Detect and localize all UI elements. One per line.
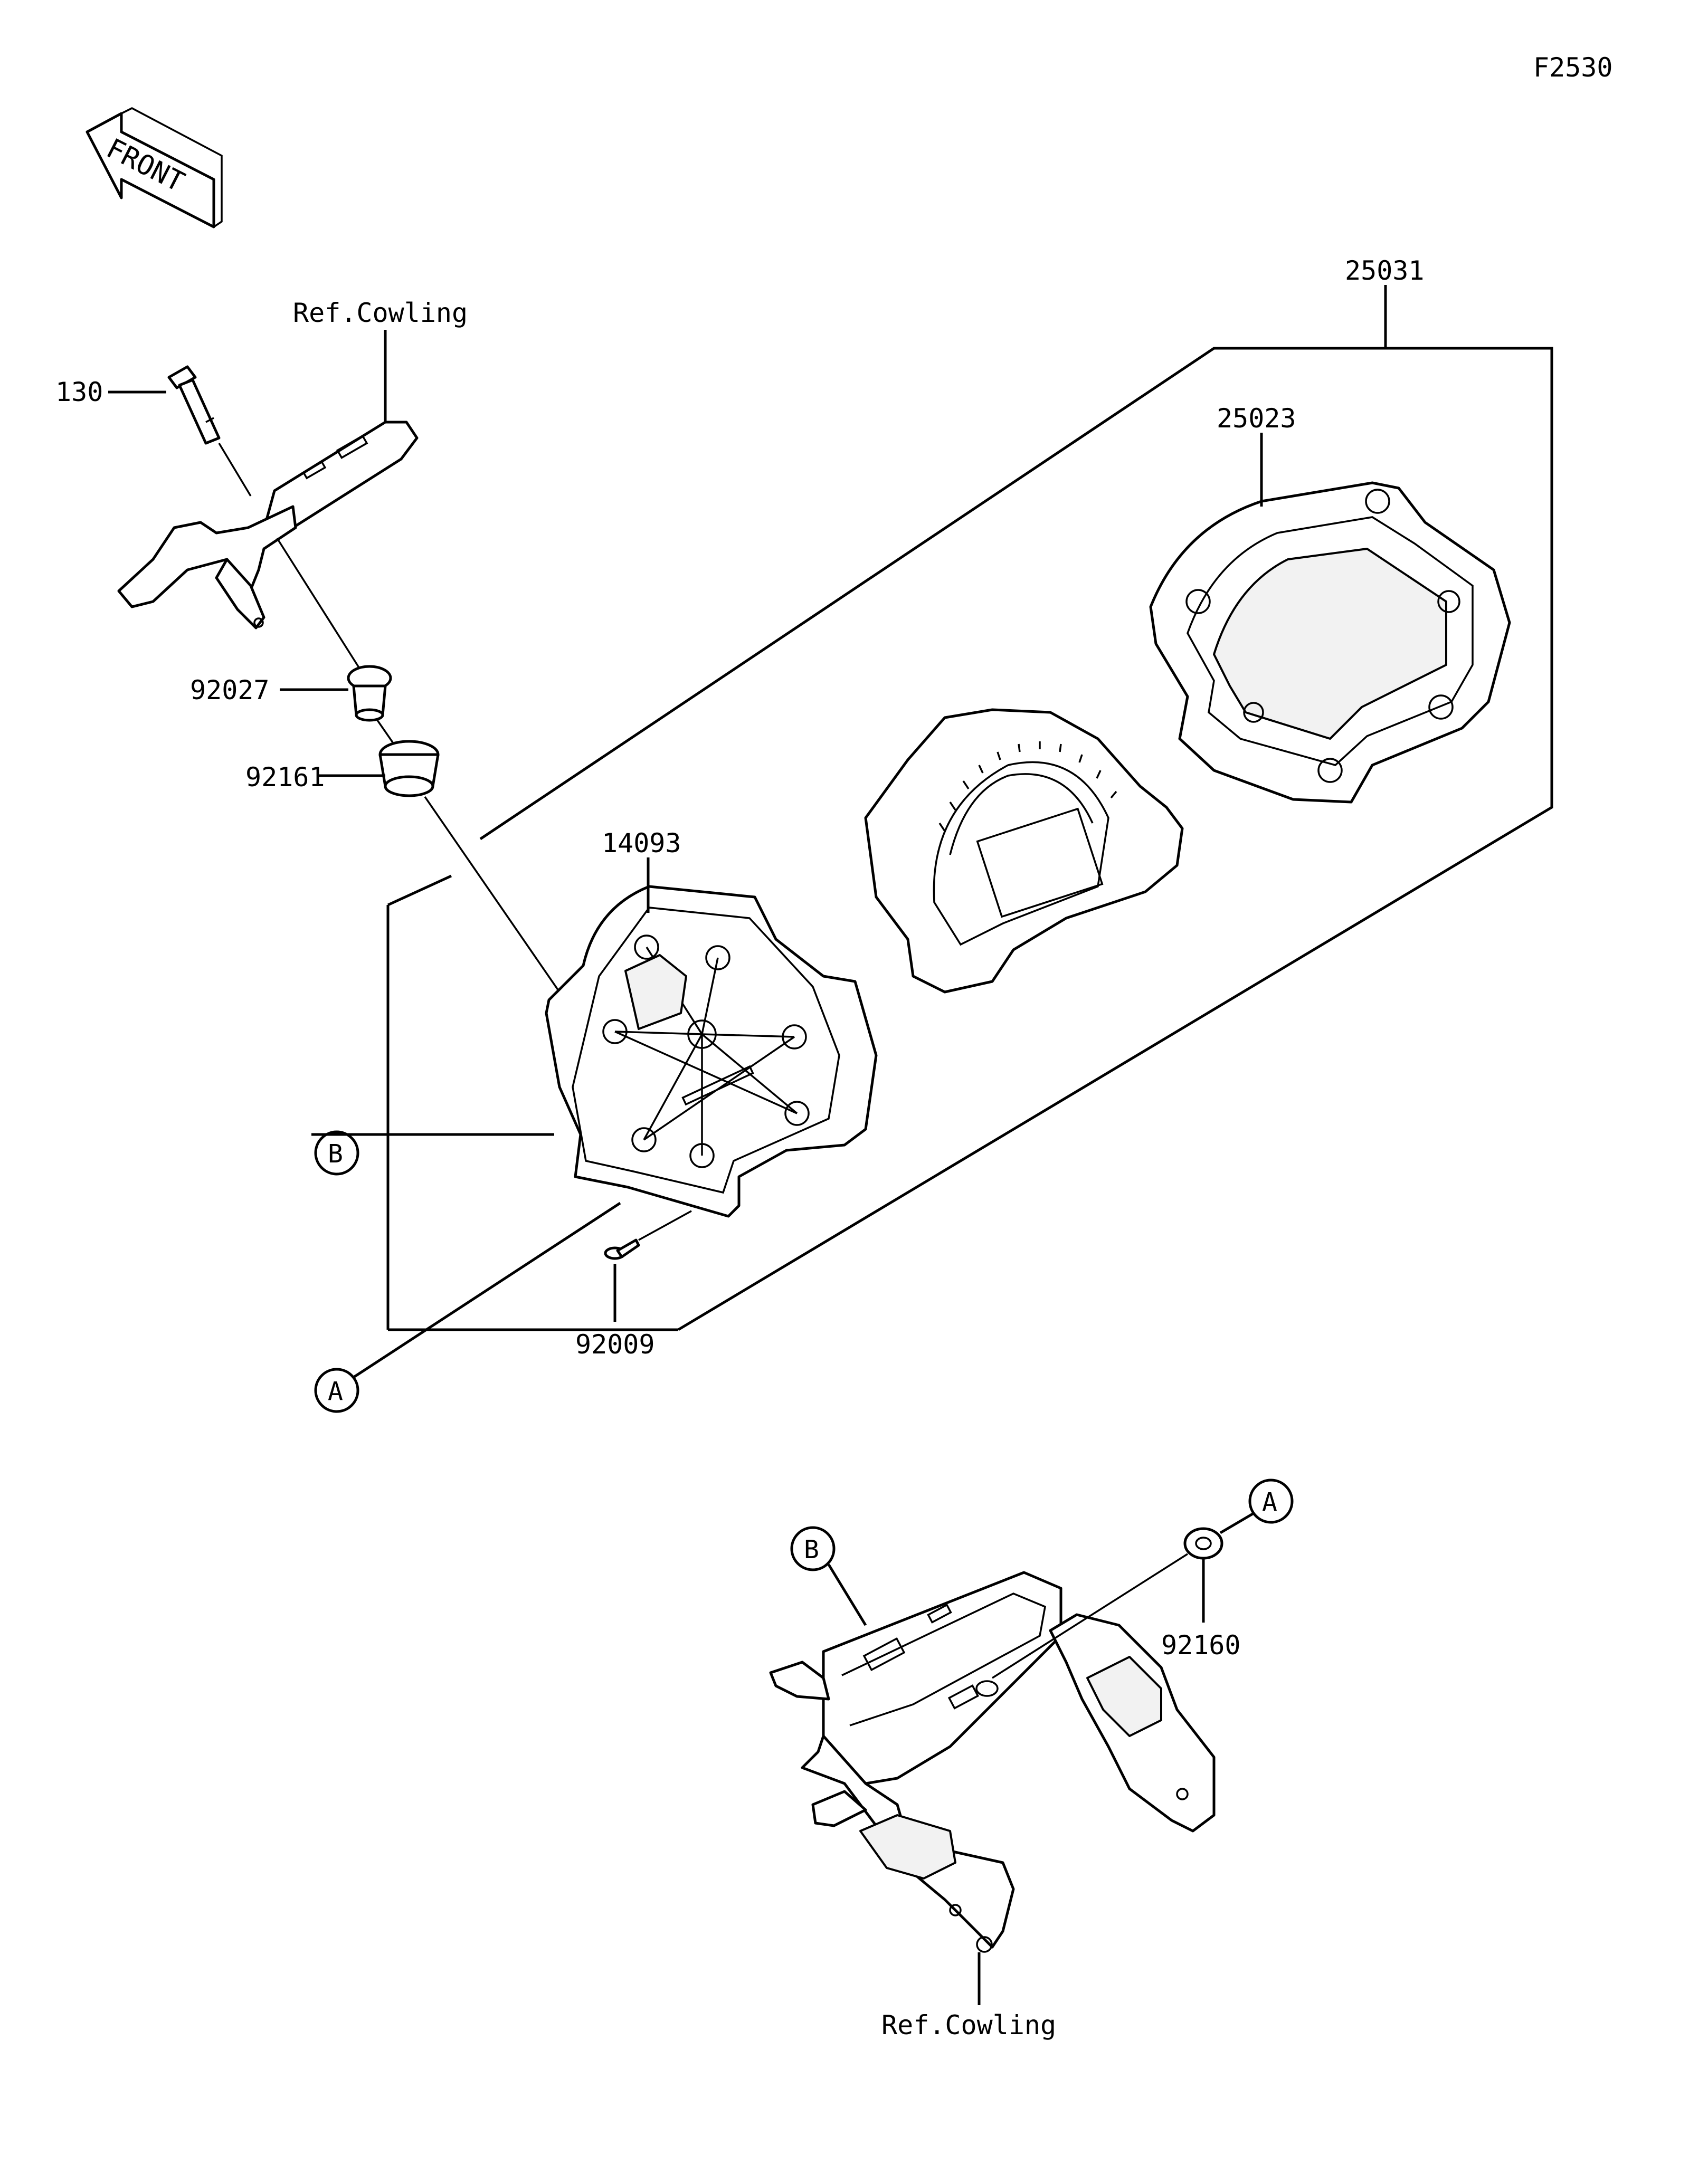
meter-case-14093 [545,885,878,1218]
part-number-130: 130 [55,377,103,407]
svg-text:B: B [328,1139,343,1169]
part-number-14093: 14093 [602,828,681,859]
part-number-92027: 92027 [190,675,270,705]
callout-a-right: A [1248,1479,1294,1524]
part-number-25023: 25023 [1217,403,1296,434]
damper-92160-icon [1183,1527,1223,1560]
ref-cowling-top: Ref.Cowling [293,298,468,328]
upper-bracket [117,421,419,630]
svg-text:A: A [328,1377,343,1406]
callout-b-right: B [790,1526,836,1571]
svg-text:B: B [804,1535,819,1565]
front-arrow-icon: FRONT [86,107,223,228]
bolt-130-icon [167,365,221,445]
meter-stay-bracket [769,1571,1216,1953]
assembly-frame-25031 [386,285,1553,1331]
svg-text:A: A [1262,1487,1277,1517]
part-number-92160: 92160 [1161,1630,1241,1661]
ref-cowling-bottom: Ref.Cowling [881,2010,1056,2040]
lcd-meter-unit [864,708,1184,994]
meter-cover-25023 [1149,481,1511,804]
figure-code: F2530 [1533,52,1613,83]
collar-92027-icon [347,665,392,722]
grommet-92161-icon [378,740,440,797]
part-number-92161: 92161 [245,762,325,793]
part-number-25031: 25031 [1345,255,1425,286]
screw-92009-icon [604,1238,640,1260]
callout-a-left: A [314,1368,359,1413]
callout-b-left: B [314,1130,359,1176]
part-number-92009: 92009 [575,1329,655,1360]
